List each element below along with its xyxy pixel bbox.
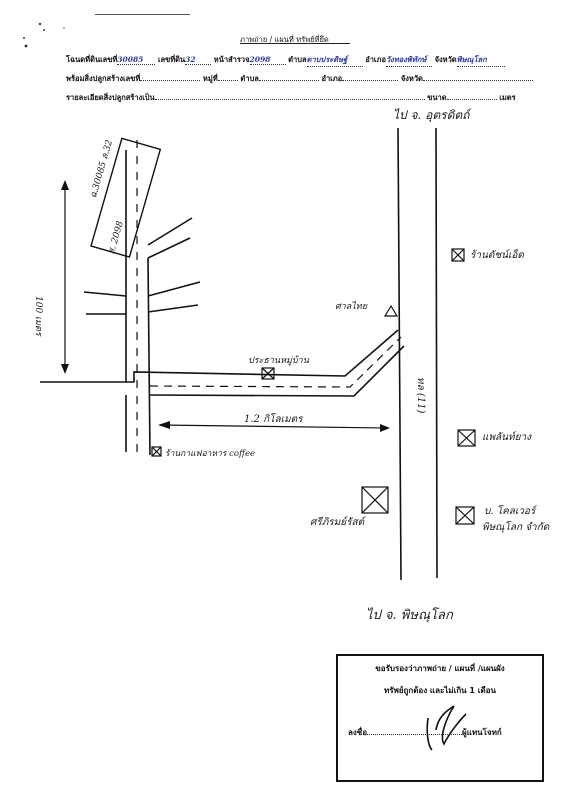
headman-label: ประธานหมู่บ้าน (248, 356, 309, 366)
form-row-1: โฉนดที่ดินเลขที่30085 เลขที่ดิน32 หน้าสำ… (66, 54, 505, 67)
handwritten-signature (426, 705, 467, 751)
form-row-3: รายละเอียดสิ่งปลูกสร้างเป็น ขนาด เมตร (66, 92, 516, 104)
land-no-label: เลขที่ดิน (157, 55, 186, 64)
deed-label: โฉนดที่ดินเลขที่ (66, 55, 118, 64)
signature-line: ลงชื่อ ผู้แทนโจทก์ (348, 726, 502, 739)
side-road-lower-edge (149, 345, 405, 397)
highway-label: ทล (11) (415, 377, 426, 414)
scan-specks (23, 22, 65, 48)
stamp-line-2: ทรัพย์ถูกต้อง และไม่เกิน 1 เดือน (384, 686, 496, 695)
unit-label: เมตร (499, 93, 516, 102)
province-label-1: จังหวัด (434, 55, 457, 64)
deed-value: 30085 (117, 55, 156, 65)
arrow-down (61, 364, 69, 374)
role-label: ผู้แทนโจทก์ (462, 728, 502, 737)
top-rule (95, 14, 190, 15)
branch-road-lower-2 (147, 281, 201, 297)
cafe-sri-label: ศรีภิรมย์รัสต์ (310, 517, 365, 528)
district-label-2: อำเภอ (321, 74, 343, 83)
cafe-sri-box (361, 486, 389, 514)
survey-label: หน้าสำรวจ (213, 55, 250, 64)
province-value-1: พิษณุโลก (456, 54, 505, 67)
form-row-2: พร้อมสิ่งปลูกสร้างเลขที่ หมู่ที่ ตำบล อำ… (66, 73, 533, 85)
title-underline (240, 43, 350, 44)
side-road-centerline (149, 336, 402, 388)
building-label: พร้อมสิ่งปลูกสร้างเลขที่ (66, 74, 141, 83)
parcel-box (90, 137, 162, 258)
village-label: หมู่ที่ (202, 74, 218, 83)
headman-box (261, 367, 275, 380)
district-value-1: วังทองพิทักษ์ (385, 54, 432, 67)
to-north-label: ไป จ. อุตรดิตถ์ (393, 108, 470, 122)
highway-right-edge (435, 127, 438, 579)
branch-road-lower-4 (147, 304, 199, 313)
hardware-box (451, 248, 465, 262)
subdistrict-label-1: ตำบล (288, 55, 307, 64)
district-label-1: อำเภอ (365, 55, 386, 64)
side-road-upper-edge (40, 329, 399, 383)
stamp-line-1: ขอรับรองว่าภาพถ่าย / แผนที่ /แผนผัง (375, 664, 505, 673)
size-label: ขนาด (427, 93, 447, 102)
branch-road-lower-1 (83, 291, 127, 297)
branch-road-upper-1 (147, 217, 193, 246)
certification-stamp: ขอรับรองว่าภาพถ่าย / แผนที่ /แผนผัง ทรัพ… (336, 654, 544, 782)
arrow-left (158, 421, 170, 429)
highway-left-edge (397, 127, 402, 581)
branch-road-upper-2 (147, 237, 191, 259)
hardware-shop-label: ร้านดัชน์เอ็ด (470, 250, 524, 261)
subdistrict-label-2: ตำบล (240, 74, 259, 83)
company-box (455, 506, 475, 525)
arrow-up (61, 180, 69, 190)
coffee-box (151, 446, 162, 457)
land-no-value: 32 (185, 55, 212, 65)
shrine-label: ศาลไทย (335, 302, 368, 312)
wall-store-box (457, 429, 476, 447)
detail-label: รายละเอียดสิ่งปลูกสร้างเป็น (66, 93, 155, 102)
shrine-symbol (383, 304, 399, 317)
wall-store-label: แพลันท์ยาง (482, 432, 531, 443)
province-label-2: จังหวัด (400, 74, 423, 83)
horizontal-distance-label: 1.2 กิโลเมตร (244, 414, 303, 425)
to-south-label: ไป จ. พิษณุโลก (366, 608, 453, 623)
vertical-distance-label: 100 เมตร (33, 296, 43, 336)
coffee-shop-label: ร้านกาแฟอาหาร coffee (165, 449, 256, 459)
sign-label: ลงชื่อ (348, 728, 368, 737)
company-label: บ. โคลเวอร์ (484, 506, 536, 517)
company-label-2: พิษณุโลก จำกัด (482, 522, 550, 533)
page-title: ภาพถ่าย / แผนที่ ทรัพย์ที่ยึด (240, 35, 329, 44)
subdistrict-value-1: ดาบประดิษฐ์ (306, 54, 363, 67)
vertical-road-right (147, 257, 151, 456)
survey-value: 2098 (249, 55, 286, 65)
arrow-right (380, 424, 390, 432)
horizontal-distance-line (159, 424, 389, 429)
